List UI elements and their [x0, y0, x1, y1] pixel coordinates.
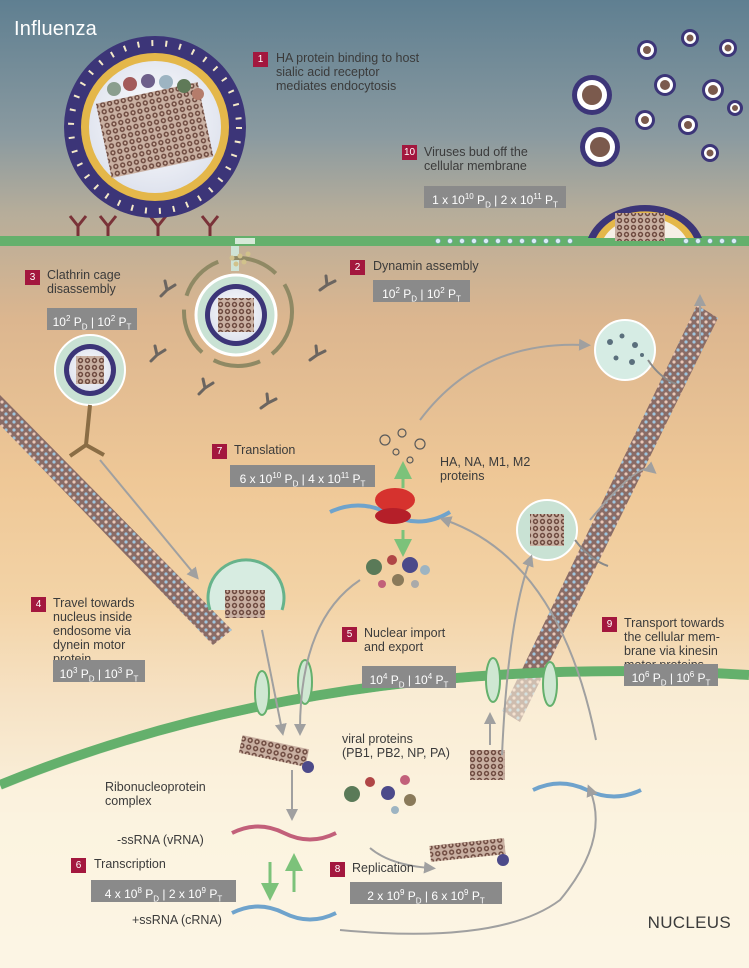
virus-particle-large: [64, 36, 246, 218]
vrna-label: -ssRNA (vRNA): [117, 833, 204, 847]
step-8-label: Replication: [352, 861, 414, 875]
diagram-title: Influenza: [14, 18, 97, 40]
step-5-measure-box: 104 PD | 104 PT: [362, 666, 456, 689]
step-7-measure-box: 6 x 1010 PD | 4 x 1011 PT: [230, 465, 375, 488]
step-3-badge: 3: [25, 270, 40, 285]
step-6-measure-box: 4 x 108 PD | 2 x 109 PT: [91, 880, 236, 903]
step-10-measure-box: 1 x 1010 PD | 2 x 1011 PT: [424, 186, 566, 209]
step-7-badge: 7: [212, 444, 227, 459]
microtubule-dynein: [0, 334, 232, 645]
step-4-badge: 4: [31, 597, 46, 612]
cell-membrane: [0, 236, 749, 246]
step-2-measure-box: 102 PD | 102 PT: [373, 280, 470, 303]
nucleus-label: NUCLEUS: [647, 913, 731, 932]
sialic-acid-receptors: [68, 215, 220, 236]
grey-arrows: [99, 294, 706, 935]
clathrin-triskelions: [149, 274, 337, 410]
released-virions: [572, 29, 743, 241]
microtubule-kinesin: [502, 305, 718, 722]
endosome-rnp-release: [206, 558, 286, 618]
viral-proteins-label: viral proteins(PB1, PB2, NP, PA): [342, 732, 450, 760]
step-1-badge: 1: [253, 52, 268, 67]
step-8-measure-box: 2 x 109 PD | 6 x 109 PT: [350, 882, 502, 905]
step-2-label: Dynamin assembly: [373, 259, 479, 273]
nuclear-envelope: [0, 657, 749, 968]
step-7-label: Translation: [234, 443, 296, 457]
rnp-complexes: [238, 735, 509, 866]
step-10-badge: 10: [402, 145, 417, 160]
step-8-badge: 8: [330, 862, 345, 877]
membrane-dots: [435, 238, 737, 244]
step-9-badge: 9: [602, 617, 617, 632]
ribosome-translation: [329, 428, 452, 524]
crna-label: +ssRNA (cRNA): [132, 913, 222, 927]
green-arrows: [261, 461, 412, 901]
step-5-badge: 5: [342, 627, 357, 642]
step-4-measure-box: 103 PD | 103 PT: [53, 660, 145, 683]
step-3-measure-box: 102 PD | 102 PT: [47, 308, 137, 331]
step-6-badge: 6: [71, 858, 86, 873]
crna-strand: [231, 904, 337, 922]
step-9-measure-box: 106 PD | 106 PT: [624, 664, 718, 687]
clathrin-vesicle: [182, 246, 294, 368]
step-2-badge: 2: [350, 260, 365, 275]
step-6-label: Transcription: [94, 857, 166, 871]
vrna-strand: [231, 824, 337, 842]
viral-protein-cluster: [344, 555, 430, 814]
